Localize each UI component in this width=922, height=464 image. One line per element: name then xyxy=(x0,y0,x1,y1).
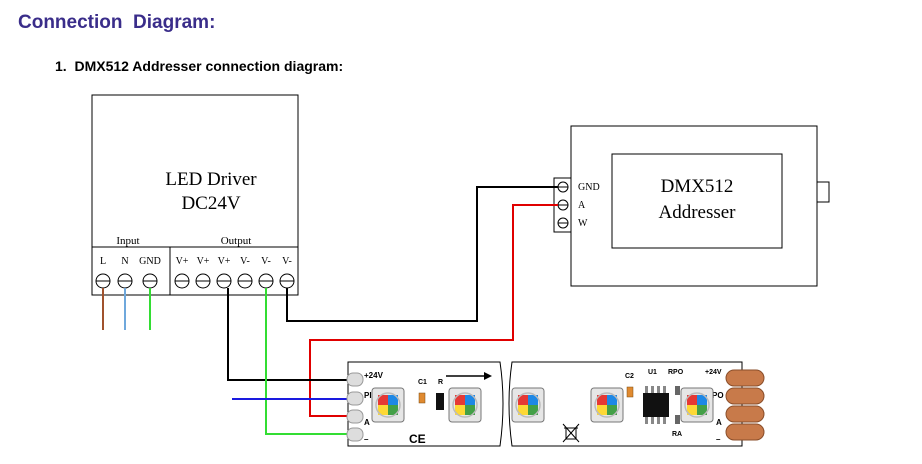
terminal-label-gnd: GND xyxy=(139,256,161,267)
addresser-pin-a: A xyxy=(578,200,586,211)
strip-segment-left xyxy=(347,361,504,447)
diagram-subheading: 1. DMX512 Addresser connection diagram: xyxy=(55,58,344,74)
strip-label-minus-right: – xyxy=(716,435,721,444)
led-driver-box xyxy=(91,94,299,296)
pad-24v-right xyxy=(725,369,765,387)
strip-label-24v: +24V xyxy=(364,371,384,380)
wire-gnd-to-addresser xyxy=(286,186,558,322)
strip-label-u1: U1 xyxy=(648,369,657,376)
strip-segment-right xyxy=(508,361,743,447)
driver-title-line1: LED Driver xyxy=(165,169,257,190)
driver-title-line2: DC24V xyxy=(181,193,240,214)
driver-input-label: Input xyxy=(116,235,139,247)
pad-24v-left xyxy=(346,372,364,387)
terminal-label-l: L xyxy=(100,256,106,267)
wire-a-red xyxy=(309,204,558,417)
rgb-led-1 xyxy=(371,387,405,423)
terminal-label-vplus-1: V+ xyxy=(176,256,189,267)
pad-minus-left xyxy=(346,427,364,442)
terminal-screw-n xyxy=(117,273,133,289)
pad-pi-left xyxy=(346,391,364,406)
data-direction-arrow xyxy=(446,372,492,380)
capacitor-c2 xyxy=(626,386,634,398)
terminal-label-vminus-3: V- xyxy=(282,256,292,267)
addresser-title-line2: Addresser xyxy=(658,202,736,223)
strip-label-a: A xyxy=(364,418,370,427)
addresser-pin-w: W xyxy=(578,218,588,229)
terminal-screw-vminus-2 xyxy=(258,273,274,289)
resistor-r xyxy=(436,393,444,410)
strip-label-pi: PI xyxy=(364,391,372,400)
rgb-led-5 xyxy=(680,387,714,423)
terminal-label-vplus-3: V+ xyxy=(218,256,231,267)
pad-a-left xyxy=(346,409,364,424)
dmx512-addresser: DMX512 Addresser GND A W xyxy=(553,125,830,287)
pad-a-right xyxy=(725,405,765,423)
terminal-screw-gnd xyxy=(142,273,158,289)
terminal-screw-vplus-3 xyxy=(216,273,232,289)
strip-label-c1: C1 xyxy=(418,379,427,386)
section-heading: Connection Diagram: xyxy=(18,12,216,33)
terminal-label-vminus-2: V- xyxy=(261,256,271,267)
addresser-screw-w xyxy=(557,217,569,229)
terminal-screw-vminus-1 xyxy=(237,273,253,289)
terminal-label-vminus-1: V- xyxy=(240,256,250,267)
rgb-led-3 xyxy=(511,387,545,423)
driver-output-label: Output xyxy=(221,235,252,247)
strip-label-r: R xyxy=(438,379,443,386)
terminal-screw-l xyxy=(95,273,111,289)
led-strip: +24V PI A – C1 R C2 U1 RPO +24V PO RA A … xyxy=(346,361,765,447)
terminal-screw-vplus-2 xyxy=(195,273,211,289)
resistor-rpo xyxy=(675,386,680,395)
strip-label-c2: C2 xyxy=(625,373,634,380)
weee-bin-icon xyxy=(562,423,580,443)
ic-u1 xyxy=(643,386,669,424)
addresser-side-connector xyxy=(816,181,830,203)
strip-label-po: PO xyxy=(712,391,724,400)
strip-label-24v-right: +24V xyxy=(705,369,722,376)
ce-mark: CE xyxy=(409,432,426,446)
pad-po-right xyxy=(725,387,765,405)
addresser-display xyxy=(611,153,783,249)
strip-label-minus: – xyxy=(364,435,369,444)
addresser-screw-gnd xyxy=(557,181,569,193)
pad-minus-right xyxy=(725,423,765,441)
terminal-label-vplus-2: V+ xyxy=(197,256,210,267)
terminal-screw-vminus-3 xyxy=(279,273,295,289)
addresser-pin-gnd: GND xyxy=(578,182,600,193)
wire-vminus-green xyxy=(265,288,352,435)
strip-label-ra: RA xyxy=(672,431,682,438)
led-driver: LED Driver DC24V Input Output L N GND V+… xyxy=(91,94,299,296)
terminal-screw-vplus-1 xyxy=(174,273,190,289)
strip-label-a-right: A xyxy=(716,418,722,427)
terminal-label-n: N xyxy=(121,256,128,267)
wire-vplus-black xyxy=(227,288,352,381)
addresser-title-line1: DMX512 xyxy=(661,176,734,197)
rgb-led-2 xyxy=(448,387,482,423)
strip-label-rpo: RPO xyxy=(668,369,684,376)
addresser-screw-a xyxy=(557,199,569,211)
capacitor-c1 xyxy=(418,392,426,404)
rgb-led-4 xyxy=(590,387,624,423)
mains-wires xyxy=(102,288,151,330)
resistor-ra xyxy=(675,415,680,424)
